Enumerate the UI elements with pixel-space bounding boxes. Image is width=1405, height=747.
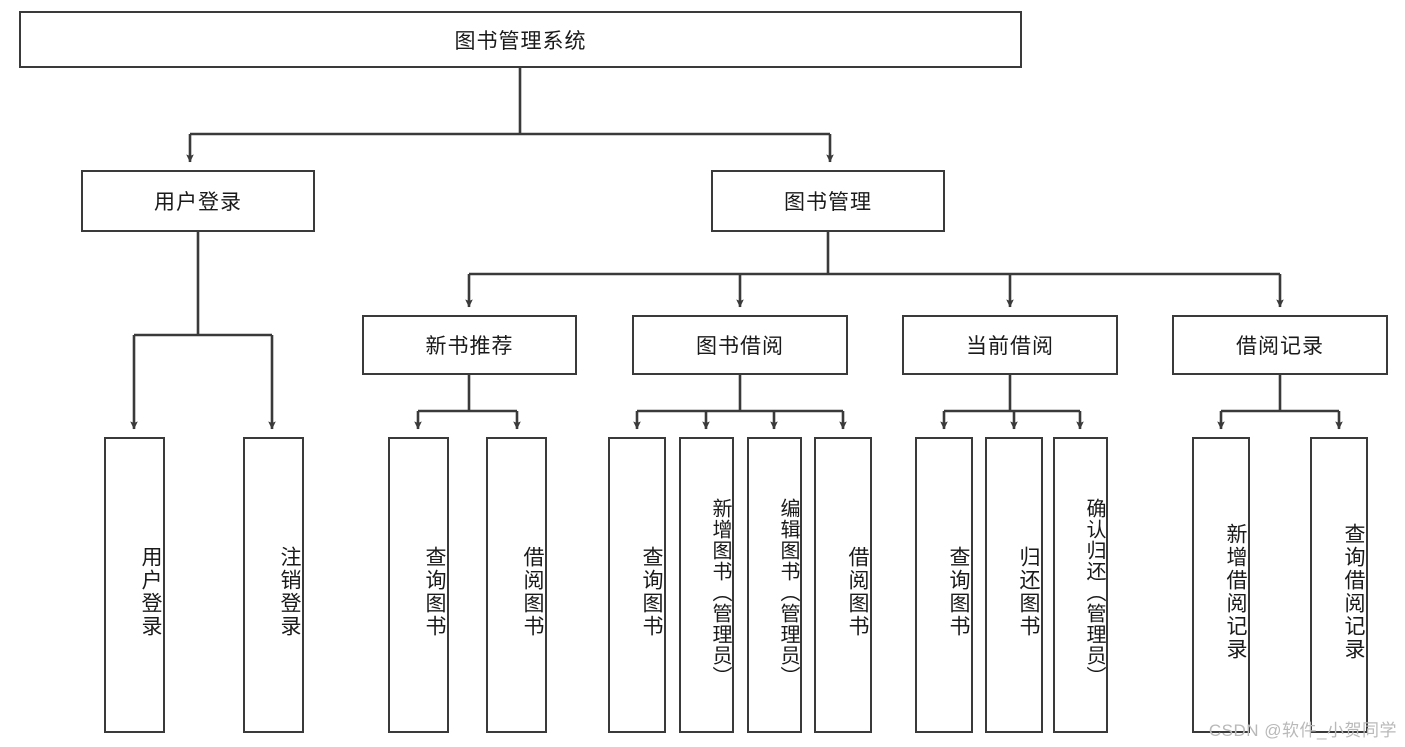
node-label: 借阅图书: [521, 546, 544, 638]
node-leaf-user-logout[interactable]: 注销登录: [243, 437, 304, 733]
node-label: 归还图书: [1017, 546, 1040, 638]
node-label: 查询图书: [947, 546, 970, 638]
node-leaf-confirm-return-admin[interactable]: 确认归还（管理员）: [1053, 437, 1108, 733]
node-label: 当前借阅: [966, 335, 1054, 358]
node-label: 注销登录: [278, 546, 301, 638]
node-leaf-edit-book-admin[interactable]: 编辑图书（管理员）: [747, 437, 802, 733]
node-borrow-record[interactable]: 借阅记录: [1172, 315, 1388, 375]
node-label: 借阅图书: [846, 546, 869, 638]
node-label: 新书推荐: [425, 335, 514, 358]
node-leaf-query-book-current[interactable]: 查询图书: [915, 437, 973, 733]
node-leaf-query-book-new[interactable]: 查询图书: [388, 437, 449, 733]
node-label: 查询图书: [423, 546, 446, 638]
node-leaf-return-book[interactable]: 归还图书: [985, 437, 1043, 733]
node-label: 图书借阅: [696, 335, 784, 358]
node-label: 图书管理系统: [454, 29, 587, 53]
node-leaf-query-book-borrow[interactable]: 查询图书: [608, 437, 666, 733]
node-root-book-management-system[interactable]: 图书管理系统: [19, 11, 1022, 68]
node-user-login[interactable]: 用户登录: [81, 170, 315, 232]
node-leaf-add-borrow-record[interactable]: 新增借阅记录: [1192, 437, 1250, 733]
watermark-credit: CSDN @软件_小贺同学: [1208, 721, 1397, 740]
node-leaf-borrow-book-borrow[interactable]: 借阅图书: [814, 437, 872, 733]
node-label: 编辑图书（管理员）: [777, 497, 799, 687]
node-label: 查询借阅记录: [1342, 523, 1365, 661]
node-label: 用户登录: [154, 191, 242, 214]
node-book-manage[interactable]: 图书管理: [711, 170, 945, 232]
node-book-borrow[interactable]: 图书借阅: [632, 315, 848, 375]
node-current-borrow[interactable]: 当前借阅: [902, 315, 1118, 375]
node-leaf-borrow-book-new[interactable]: 借阅图书: [486, 437, 547, 733]
node-leaf-query-borrow-record[interactable]: 查询借阅记录: [1310, 437, 1368, 733]
node-label: 用户登录: [139, 546, 162, 638]
node-label: 图书管理: [784, 191, 872, 214]
node-label: 确认归还（管理员）: [1083, 497, 1105, 687]
node-leaf-user-login[interactable]: 用户登录: [104, 437, 165, 733]
node-label: 查询图书: [640, 546, 663, 638]
node-label: 借阅记录: [1236, 335, 1324, 358]
node-label: 新增借阅记录: [1224, 523, 1247, 661]
node-leaf-add-book-admin[interactable]: 新增图书（管理员）: [679, 437, 734, 733]
node-label: 新增图书（管理员）: [709, 497, 731, 687]
node-new-book-recommend[interactable]: 新书推荐: [362, 315, 577, 375]
